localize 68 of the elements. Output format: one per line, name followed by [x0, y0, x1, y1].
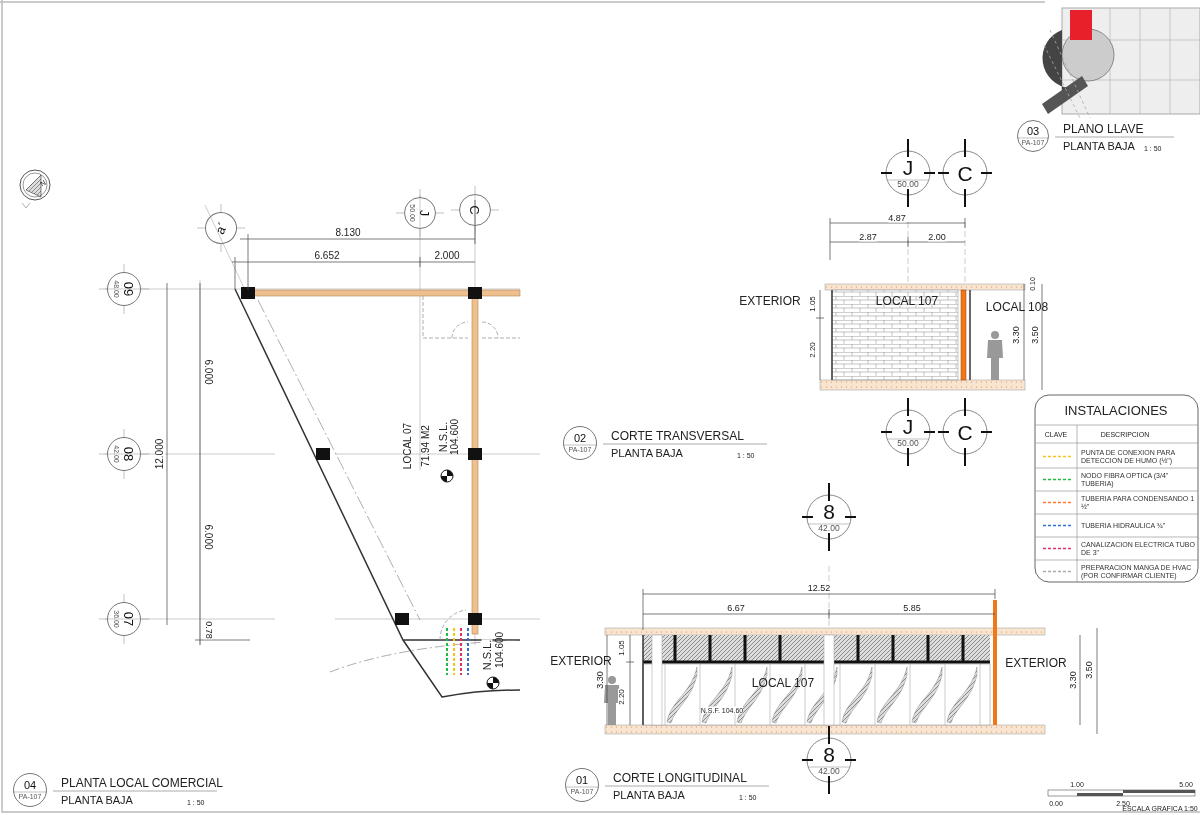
room-label: LOCAL 07: [403, 422, 413, 470]
dimension-value: 4.87: [888, 213, 906, 223]
grid-label: C: [957, 421, 973, 443]
dimension-value: 8.130: [335, 228, 361, 238]
grid-label: C: [957, 162, 973, 184]
section-grid-bubble: [881, 139, 935, 207]
grid-label: J: [418, 209, 431, 217]
dimension-value: 12.52: [807, 583, 831, 593]
view-subtitle: PLANTA BAJA: [611, 447, 683, 459]
dimension-value: 3.30: [1011, 326, 1021, 344]
grid-label: 08: [122, 446, 135, 462]
grid-label: 09: [122, 281, 135, 297]
level-label: N.S.L.: [437, 421, 449, 453]
grid-label: 8: [823, 744, 835, 766]
view-title: CORTE LONGITUDINAL: [613, 772, 747, 784]
view-number: 02: [573, 433, 587, 444]
view-number: 01: [575, 775, 589, 786]
view-subtitle: PLANTA BAJA: [613, 789, 685, 801]
area-label: EXTERIOR: [739, 295, 801, 307]
dimension-value: 2.20: [809, 342, 817, 358]
view-title: CORTE TRANSVERSAL: [611, 430, 744, 442]
dimension-value: 3.30: [1068, 671, 1078, 689]
dimension-value: 0.78: [203, 621, 213, 639]
view-number: 03: [1026, 126, 1040, 137]
grid-label: 07: [122, 611, 135, 627]
grid-elevation: 42.00: [818, 524, 840, 533]
dimension-value: 3.30: [595, 671, 605, 689]
area-label: 71.94 M2: [421, 425, 431, 467]
grid-label: a´: [212, 220, 230, 236]
section-grid-bubble: [802, 483, 856, 551]
dimension-value: 6.67: [727, 603, 745, 613]
legend-title: INSTALACIONES: [1064, 403, 1168, 417]
dimension-value: 6.000: [203, 524, 213, 550]
view-title: PLANO LLAVE: [1063, 123, 1144, 135]
grid-label: J: [902, 157, 914, 179]
level-label: N.S.L.: [481, 639, 493, 671]
area-label: EXTERIOR: [1005, 657, 1067, 669]
room-label: LOCAL 107: [751, 677, 815, 689]
view-subtitle: PLANTA BAJA: [1063, 140, 1135, 152]
dimension-value: 1.05: [809, 296, 817, 312]
section-grid-bubble: [938, 139, 992, 207]
section-grid-bubble: [802, 726, 856, 794]
grid-label: C: [468, 205, 482, 215]
dimension-value: 5.85: [903, 603, 921, 613]
dimension-value: 6.652: [314, 251, 340, 261]
grid-label: 8: [823, 501, 835, 523]
grid-elevation: 42.00: [818, 767, 840, 776]
room-label: LOCAL 107: [875, 295, 939, 307]
dimension-value: 2.20: [618, 689, 626, 705]
grid-elevation: 50.00: [897, 439, 919, 448]
dimension-value: 3.50: [1084, 661, 1094, 679]
dimension-value: 2.00: [928, 232, 946, 242]
level-value: 104.600: [450, 418, 460, 456]
section-grid-bubble: [881, 398, 935, 466]
section-grid-bubble: [938, 398, 992, 466]
grid-elevation: 50.00: [897, 180, 919, 189]
dimension-value: 12.000: [155, 438, 165, 470]
dimension-value: 1.05: [618, 640, 626, 656]
dimension-value: 6.000: [203, 359, 213, 385]
dimension-value: 2.000: [434, 251, 460, 261]
view-subtitle: PLANTA BAJA: [61, 794, 133, 806]
grid-label: J: [902, 416, 914, 438]
dimension-value: 3.50: [1030, 326, 1040, 344]
room-label: LOCAL 108: [985, 301, 1049, 313]
area-label: EXTERIOR: [550, 655, 612, 667]
dimension-value: 2.87: [859, 232, 877, 242]
view-title: PLANTA LOCAL COMERCIAL: [61, 777, 224, 789]
view-number: 04: [23, 780, 37, 791]
